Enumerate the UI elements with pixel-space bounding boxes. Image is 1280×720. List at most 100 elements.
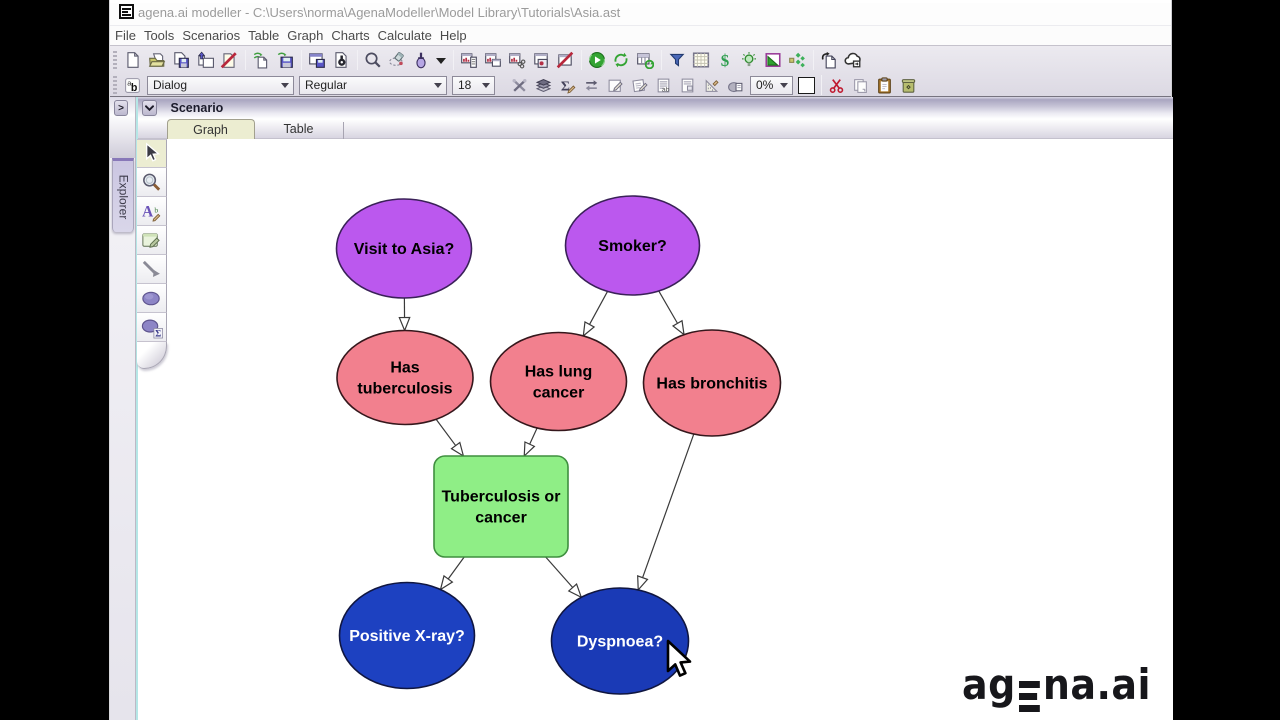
- run-calculation-icon[interactable]: [587, 51, 606, 70]
- new-model-icon[interactable]: [123, 51, 142, 70]
- format-painter-dropdown[interactable]: [435, 51, 447, 70]
- scenario-panel-header: Scenario: [137, 97, 1173, 119]
- font-size-select[interactable]: 18: [452, 75, 495, 95]
- icon-bar: [122, 10, 129, 13]
- import-model-icon[interactable]: [251, 51, 270, 70]
- menu-calculate[interactable]: Calculate: [377, 28, 432, 43]
- copy-icon[interactable]: [851, 76, 869, 94]
- menu-table[interactable]: Table: [248, 28, 280, 43]
- edit-note-icon[interactable]: [606, 76, 624, 94]
- graph-canvas[interactable]: [137, 139, 1173, 720]
- expand-panel-button[interactable]: >: [114, 100, 128, 116]
- select-tool-icon: [140, 142, 163, 165]
- layer-stack-icon[interactable]: [534, 76, 552, 94]
- edge-tool-icon: [140, 258, 163, 281]
- transparency-select[interactable]: 0%: [750, 75, 793, 95]
- font-weight-select[interactable]: Regular: [299, 75, 447, 95]
- filter-icon[interactable]: [667, 51, 686, 70]
- clean-model-icon[interactable]: [387, 51, 406, 70]
- fill-color-swatch[interactable]: [798, 76, 815, 94]
- open-model-icon[interactable]: [147, 51, 166, 70]
- collapse-scenario-button[interactable]: [141, 100, 157, 116]
- export-page-icon[interactable]: [819, 51, 838, 70]
- transparency-select-value: 0%: [756, 78, 774, 92]
- edge-tool-button[interactable]: [137, 255, 167, 284]
- scenario-panel-title: Scenario: [170, 101, 224, 115]
- font-family-select-value: Dialog: [153, 78, 188, 92]
- explorer-tab-label: Explorer: [116, 174, 130, 219]
- save-model-icon[interactable]: [171, 51, 190, 70]
- explorer-tab[interactable]: Explorer: [112, 158, 134, 232]
- ruler-pencil-icon[interactable]: [702, 76, 720, 94]
- close-model-icon[interactable]: [219, 51, 238, 70]
- menu-tools[interactable]: Tools: [143, 28, 175, 43]
- menu-scenarios[interactable]: Scenarios: [182, 28, 241, 43]
- menu-charts[interactable]: Charts: [331, 28, 370, 43]
- zoom-tool-button[interactable]: [137, 168, 167, 197]
- table-grid-icon[interactable]: [691, 51, 710, 70]
- edit-tools-icon[interactable]: [510, 76, 528, 94]
- menu-help[interactable]: Help: [439, 28, 467, 43]
- menu-graph[interactable]: Graph: [287, 28, 324, 43]
- icon-bar: [122, 13, 131, 16]
- area-chart-icon[interactable]: [763, 51, 782, 70]
- dollar-utility-icon[interactable]: [715, 51, 734, 70]
- cut-icon[interactable]: [827, 76, 845, 94]
- dock-divider-line: [135, 97, 138, 720]
- note-tool-icon: [140, 229, 163, 252]
- node-tool-button[interactable]: [137, 284, 167, 313]
- toolbar-separator: [581, 50, 582, 70]
- page-section-icon[interactable]: [678, 76, 696, 94]
- tab-strip-separator: [342, 122, 344, 139]
- insight-bulb-icon[interactable]: [739, 51, 758, 70]
- icon-bar: [122, 7, 131, 10]
- font-weight-select-value: Regular: [305, 78, 348, 92]
- save-as-icon[interactable]: [195, 51, 214, 70]
- toolbar-separator: [661, 50, 662, 70]
- toolbar-grip[interactable]: [113, 51, 117, 69]
- agena-watermark: ag na.ai: [962, 664, 1151, 712]
- text-tool-button[interactable]: [137, 197, 167, 226]
- tab-graph[interactable]: Graph: [166, 119, 255, 139]
- font-family-select[interactable]: Dialog: [147, 75, 294, 95]
- save-image-icon[interactable]: [307, 51, 326, 70]
- page-text-icon[interactable]: [654, 76, 672, 94]
- risk-graph-view-icon[interactable]: [483, 51, 502, 70]
- format-painter-icon[interactable]: [411, 51, 430, 70]
- cloud-sync-icon[interactable]: [843, 51, 862, 70]
- sensitivity-analysis-icon[interactable]: [787, 51, 806, 70]
- toolbar-separator: [357, 50, 358, 70]
- toolbar-separator: [813, 50, 814, 70]
- toolbar-grip[interactable]: [113, 76, 117, 94]
- watermark-e-glyph: [1019, 681, 1041, 712]
- note-tool-button[interactable]: [137, 226, 167, 255]
- tool-palette-bottom-cap: [137, 342, 167, 369]
- menu-file[interactable]: File: [115, 28, 136, 43]
- picture-view-icon[interactable]: [531, 51, 550, 70]
- hand-page-icon[interactable]: [726, 76, 744, 94]
- toolbar-main: [110, 47, 1171, 73]
- edit-page-icon[interactable]: [630, 76, 648, 94]
- zoom-icon[interactable]: [363, 51, 382, 70]
- print-model-icon[interactable]: [331, 51, 350, 70]
- agena-app-icon: [119, 4, 134, 19]
- font-style-icon[interactable]: [123, 76, 141, 94]
- close-views-icon[interactable]: [555, 51, 574, 70]
- toolbar-separator: [821, 75, 822, 95]
- export-model-icon[interactable]: [275, 51, 294, 70]
- tab-table[interactable]: Table: [283, 122, 314, 136]
- risk-table-view-icon[interactable]: [459, 51, 478, 70]
- chevron-down-icon: [780, 82, 788, 89]
- delete-bin-icon[interactable]: [899, 76, 917, 94]
- expression-node-tool-button[interactable]: [137, 313, 167, 342]
- window-title: agena.ai modeller - C:\Users\norma\Agena…: [138, 5, 621, 20]
- select-tool-button[interactable]: [137, 139, 167, 168]
- paste-icon[interactable]: [875, 76, 893, 94]
- e-glyph-bar: [1019, 692, 1038, 701]
- recalculate-icon[interactable]: [611, 51, 630, 70]
- sigma-expression-icon[interactable]: [558, 76, 576, 94]
- risk-scatter-view-icon[interactable]: [507, 51, 526, 70]
- refresh-tables-icon[interactable]: [635, 51, 654, 70]
- swap-arrows-icon[interactable]: [582, 76, 600, 94]
